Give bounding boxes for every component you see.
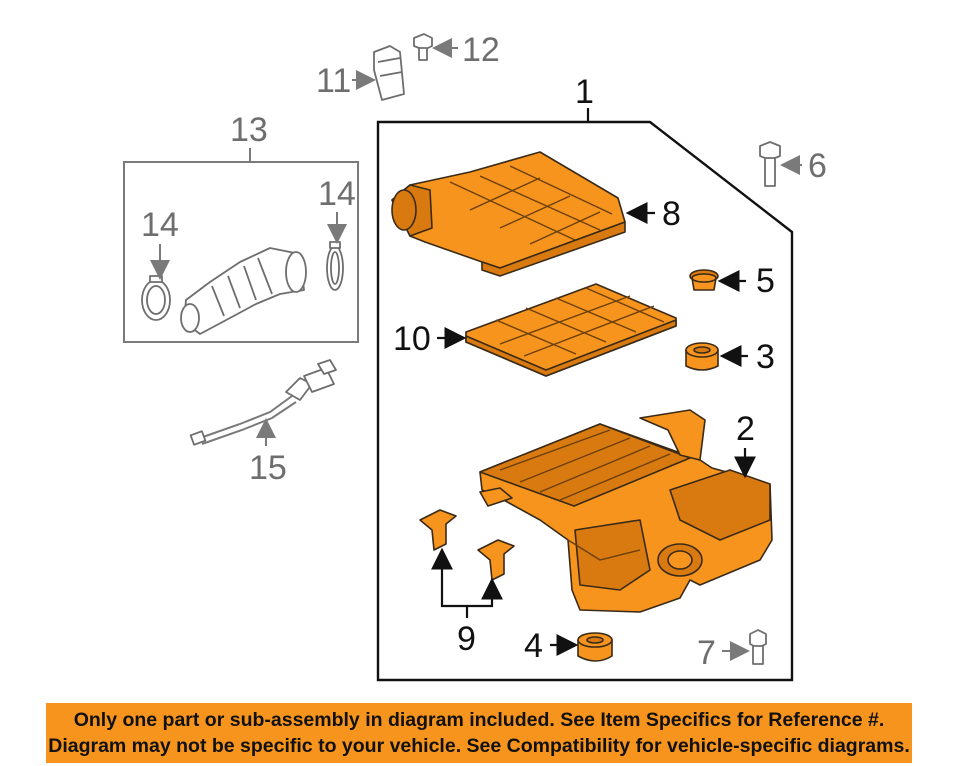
callout-11: 11 <box>316 62 351 100</box>
callout-10: 10 <box>393 320 431 358</box>
callout-9-leader <box>440 550 494 608</box>
bolt-6-part <box>759 141 781 187</box>
callout-8: 8 <box>662 195 681 233</box>
upper-cover-part <box>391 151 626 277</box>
callout-12: 12 <box>462 31 500 69</box>
sensor-11-part <box>373 45 405 101</box>
duct-box-outline <box>123 161 359 343</box>
bracket-9b-part <box>477 539 515 581</box>
sensor-wire-15-part <box>189 359 337 446</box>
lower-housing-part <box>479 409 773 613</box>
callout-2: 2 <box>736 410 755 448</box>
filter-element-part <box>465 283 677 377</box>
callout-14a: 14 <box>141 206 179 244</box>
grommet-4-part <box>577 632 613 662</box>
callout-13: 13 <box>230 111 268 149</box>
clamp-14a-part <box>141 275 171 321</box>
assembly-outline <box>376 120 794 682</box>
callout-7: 7 <box>697 634 716 672</box>
callout-1: 1 <box>575 73 594 111</box>
disclaimer-banner: Only one part or sub-assembly in diagram… <box>46 703 912 763</box>
grommet-3-part <box>685 342 719 371</box>
bracket-9a-part <box>419 509 457 551</box>
bolt-7-part <box>749 629 767 665</box>
callout-6: 6 <box>808 147 827 185</box>
callout-5: 5 <box>756 262 775 300</box>
grommet-5-part <box>689 269 719 291</box>
screw-12-part <box>413 33 433 61</box>
callout-14b: 14 <box>318 175 356 213</box>
callout-15: 15 <box>249 449 287 487</box>
intake-duct-part <box>180 247 307 335</box>
callout-9: 9 <box>457 620 476 658</box>
disclaimer-line-2: Diagram may not be specific to your vehi… <box>48 735 910 757</box>
clamp-14b-part <box>326 241 344 291</box>
callout-4: 4 <box>524 627 543 665</box>
callout-3: 3 <box>756 338 775 376</box>
disclaimer-line-1: Only one part or sub-assembly in diagram… <box>73 709 885 731</box>
parts-diagram: 1 8 10 5 3 <box>123 31 827 682</box>
